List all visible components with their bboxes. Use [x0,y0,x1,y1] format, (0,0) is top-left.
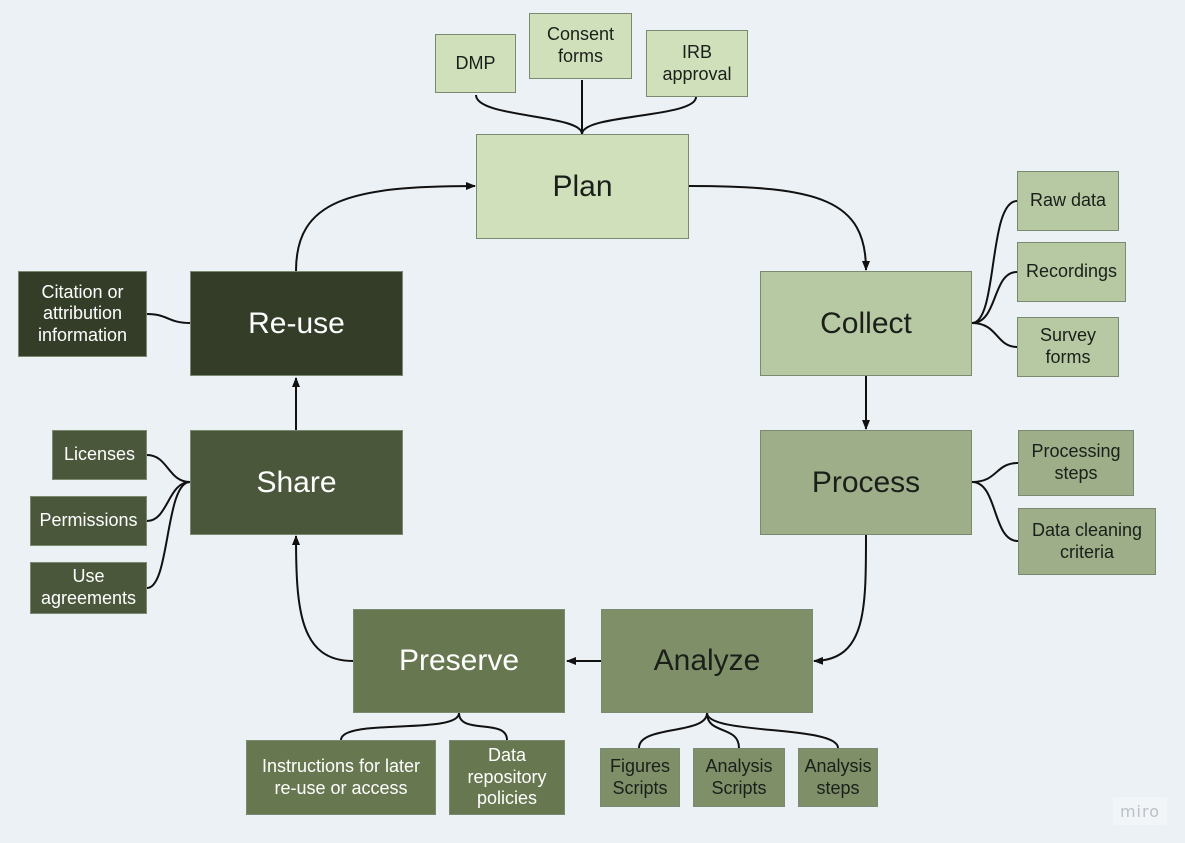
detail-citation: Citation or attribution information [18,271,147,357]
detail-instructions: Instructions for later re-use or access [246,740,436,815]
connector-process-cleaning [971,481,1019,542]
connector-collect-recordings [971,271,1018,324]
detail-licenses: Licenses [52,430,147,480]
detail-consent-forms: Consent forms [529,13,632,79]
detail-analysis-scripts: Analysis Scripts [693,748,785,807]
detail-processing-steps: Processing steps [1018,430,1134,496]
miro-watermark: miro [1113,797,1167,825]
connector-process-steps [971,462,1019,483]
stage-reuse: Re-use [190,271,403,376]
detail-figures-scripts: Figures Scripts [600,748,680,807]
detail-data-cleaning: Data cleaning criteria [1018,508,1156,575]
connector-preserve-policies [458,712,508,741]
detail-permissions: Permissions [30,496,147,546]
detail-repository-policies: Data repository policies [449,740,565,815]
arrow-process-to-analyze [813,534,867,665]
detail-irb-approval: IRB approval [646,30,748,97]
detail-use-agreements: Use agreements [30,562,147,614]
stage-analyze: Analyze [601,609,813,713]
stage-collect: Collect [760,271,972,376]
detail-analysis-steps: Analysis steps [798,748,878,807]
connector-plan-dmp [475,94,583,135]
detail-raw-data: Raw data [1017,171,1119,231]
arrow-plan-to-collect [688,185,870,271]
connector-share-permissions [146,481,191,522]
connector-plan-irb [581,96,697,135]
detail-survey-forms: Survey forms [1017,317,1119,377]
connector-collect-rawdata [971,200,1018,324]
connector-share-licenses [146,454,191,483]
stage-preserve: Preserve [353,609,565,713]
stage-plan: Plan [476,134,689,239]
connector-analyze-steps [706,712,839,749]
stage-process: Process [760,430,972,535]
arrow-reuse-to-plan [295,182,476,272]
stage-share: Share [190,430,403,535]
detail-recordings: Recordings [1017,242,1126,302]
connector-reuse-citation [146,313,191,324]
connector-preserve-instructions [340,712,460,741]
connector-share-agreements [146,481,191,589]
connector-analyze-figures [638,712,708,749]
connector-collect-survey [971,322,1018,348]
arrow-preserve-to-share [292,535,354,662]
detail-dmp: DMP [435,34,516,93]
connector-analyze-scripts [706,712,740,749]
